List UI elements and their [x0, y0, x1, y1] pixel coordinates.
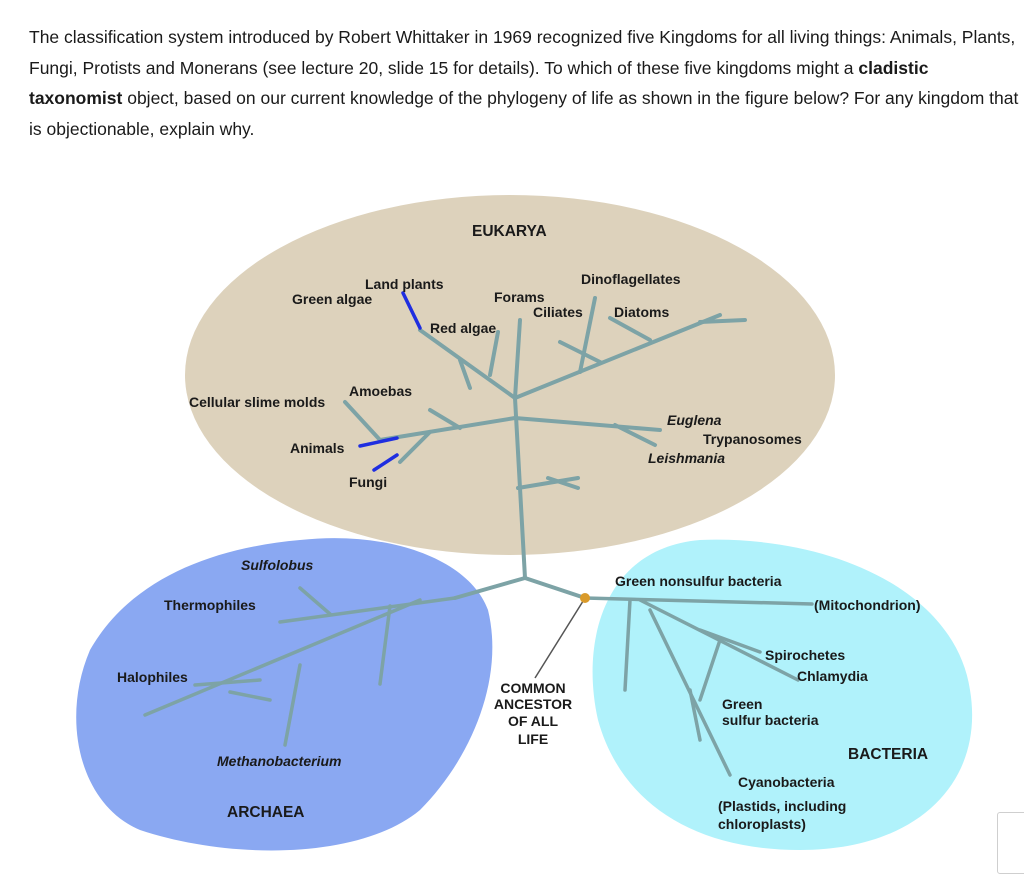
archaea-branches	[143, 586, 457, 747]
label-green-sulfur-1: Green	[722, 696, 762, 712]
ancestor-dot	[580, 593, 590, 603]
label-fungi: Fungi	[349, 474, 387, 490]
archaea-label: ARCHAEA	[227, 804, 305, 821]
label-methanobacterium: Methanobacterium	[217, 753, 341, 769]
question-text: The classification system introduced by …	[29, 22, 1024, 144]
label-ancestor-4: LIFE	[518, 731, 548, 747]
label-green-nonsulfur: Green nonsulfur bacteria	[615, 573, 782, 589]
question-part2: object, based on our current knowledge o…	[29, 88, 1019, 139]
label-green-sulfur-2: sulfur bacteria	[722, 712, 819, 728]
highlighted-branches	[358, 291, 422, 472]
label-sulfolobus: Sulfolobus	[241, 557, 314, 573]
label-plastids-1: (Plastids, including	[718, 798, 846, 814]
question-part1: The classification system introduced by …	[29, 27, 1016, 78]
label-thermophiles: Thermophiles	[164, 597, 256, 613]
label-animals: Animals	[290, 440, 345, 456]
label-forams: Forams	[494, 289, 545, 305]
label-dinoflagellates: Dinoflagellates	[581, 271, 681, 287]
label-diatoms: Diatoms	[614, 304, 669, 320]
label-spirochetes: Spirochetes	[765, 647, 845, 663]
ancestor-pointer	[534, 597, 586, 679]
label-euglena: Euglena	[667, 412, 722, 428]
label-land-plants: Land plants	[365, 276, 444, 292]
label-slime-molds: Cellular slime molds	[189, 394, 325, 410]
label-cyanobacteria: Cyanobacteria	[738, 774, 835, 790]
eukarya-region	[185, 195, 835, 555]
question-bold-term: cladistic taxonomist	[29, 57, 929, 109]
tree-branches	[343, 296, 747, 600]
eukarya-label: EUKARYA	[472, 223, 547, 240]
label-green-algae: Green algae	[292, 291, 372, 307]
label-trypanosomes: Trypanosomes	[703, 431, 802, 447]
bacteria-branches	[583, 596, 814, 777]
bacteria-region	[592, 539, 973, 850]
label-ancestor-1: COMMON	[500, 680, 565, 696]
label-leishmania: Leishmania	[648, 450, 725, 466]
label-ancestor-3: OF ALL	[508, 713, 558, 729]
label-ancestor-2: ANCESTOR	[494, 696, 572, 712]
label-ciliates: Ciliates	[533, 304, 583, 320]
bacteria-label: BACTERIA	[848, 746, 928, 763]
partial-widget-box	[997, 812, 1024, 874]
label-mitochondrion: (Mitochondrion)	[814, 597, 921, 613]
label-plastids-2: chloroplasts)	[718, 816, 806, 832]
label-halophiles: Halophiles	[117, 669, 188, 685]
label-red-algae: Red algae	[430, 320, 496, 336]
label-amoebas: Amoebas	[349, 383, 412, 399]
label-chlamydia: Chlamydia	[797, 668, 868, 684]
